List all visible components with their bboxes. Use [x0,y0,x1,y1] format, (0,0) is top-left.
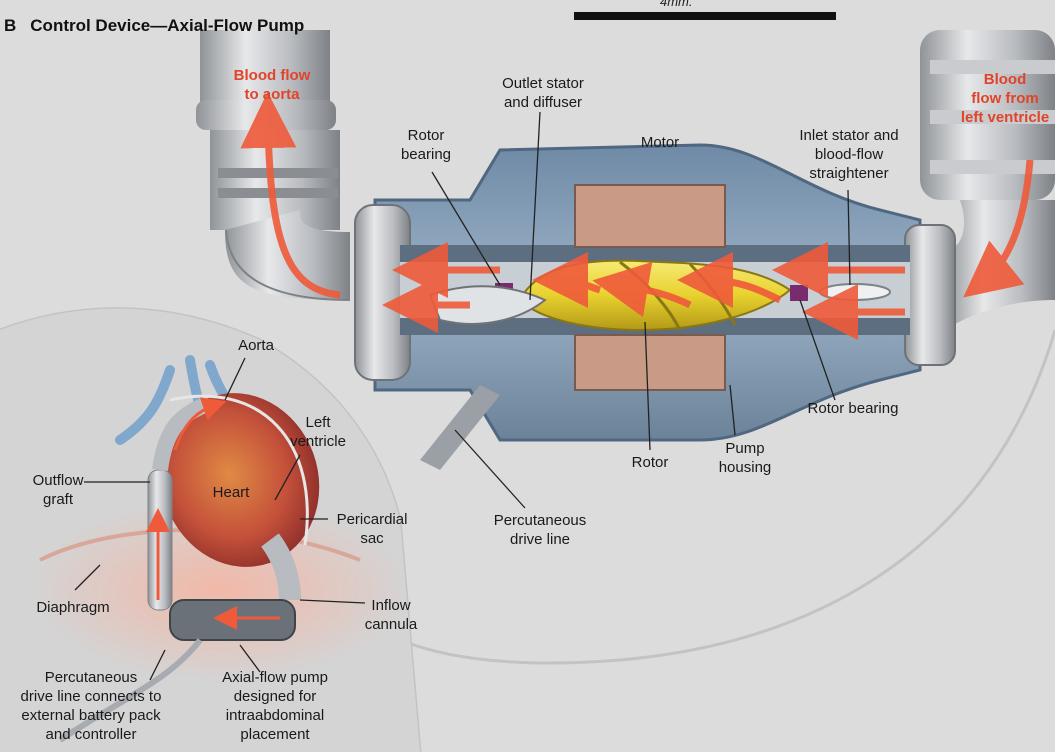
motor-lower [575,335,725,390]
label-blood-flow-from-lv: Blood flow from left ventricle [952,70,1055,127]
label-heart: Heart [196,483,266,502]
drive-line-stub [420,385,500,470]
label-rotor: Rotor [620,453,680,472]
leader-line [455,430,525,508]
label-inlet-stator: Inlet stator and blood-flow straightener [776,126,922,183]
label-pump-housing: Pump housing [700,439,790,477]
motor-upper [575,185,725,247]
panel-title-text: Control Device—Axial-Flow Pump [30,16,304,35]
panel-letter: B [4,16,16,35]
label-left-ventricle: Left ventricle [278,413,358,451]
label-aorta: Aorta [226,336,286,355]
label-percutaneous-drive-line: Percutaneous drive line [475,511,605,549]
inset-pump [170,600,295,640]
scale-bar [574,12,836,20]
label-outlet-stator: Outlet stator and diffuser [478,74,608,112]
outflow-graft [148,470,172,610]
panel-title: B Control Device—Axial-Flow Pump [4,16,304,36]
label-rotor-bearing-right: Rotor bearing [788,399,918,418]
label-diaphragm: Diaphragm [18,598,128,617]
inlet-straightener [820,284,890,300]
scale-label: 4mm. [660,0,693,9]
label-outflow-graft: Outflow graft [22,471,94,509]
label-blood-flow-to-aorta: Blood flow to aorta [222,66,322,104]
label-pericardial-sac: Pericardial sac [322,510,422,548]
label-inflow-cannula: Inflow cannula [356,596,426,634]
label-drive-line-connects: Percutaneous drive line connects to exte… [0,668,182,744]
label-rotor-bearing-top: Rotor bearing [386,126,466,164]
label-motor: Motor [620,133,700,152]
bearing-right [790,285,808,301]
label-axial-flow-pump-placement: Axial-flow pump designed for intraabdomi… [200,668,350,744]
